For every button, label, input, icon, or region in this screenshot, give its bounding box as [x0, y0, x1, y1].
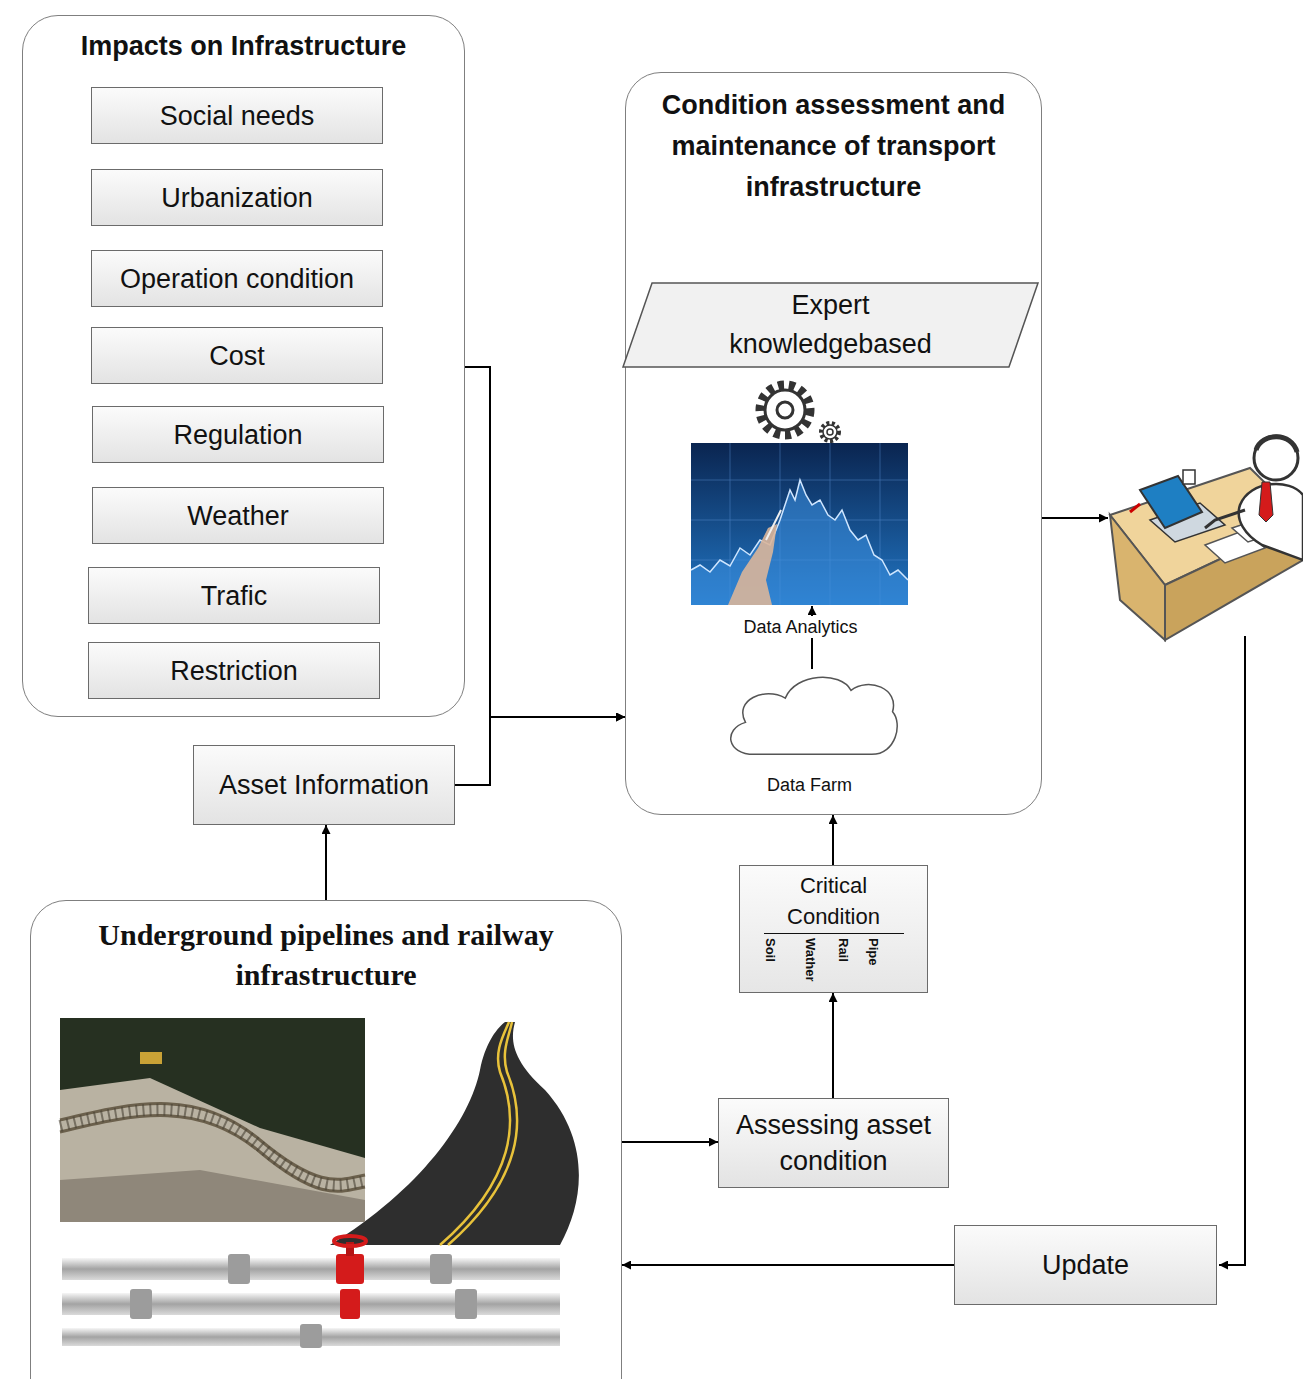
group-panel: Impacts on InfrastructureSocial needsUrb…	[22, 15, 465, 717]
process-box: Update	[954, 1225, 1217, 1305]
pipes-photo	[62, 1236, 560, 1348]
engineer-at-desk	[1256, 437, 1297, 452]
panel-heading: Underground pipelines and railway infras…	[51, 915, 601, 995]
node-text: Update	[1042, 1247, 1129, 1283]
analytics-chart	[728, 524, 777, 605]
node-text: Social needs	[160, 98, 315, 134]
factor-box: Weather	[92, 487, 384, 544]
railway-photo	[60, 1018, 365, 1222]
analytics-chart	[691, 443, 908, 605]
node-text: Urbanization	[161, 180, 313, 216]
pipes-photo	[228, 1254, 250, 1284]
node-text: Critical Condition	[764, 870, 904, 934]
node-text: Assessing asset condition	[729, 1107, 938, 1179]
gear-icon	[765, 390, 805, 430]
condition-table: Critical ConditionSoil Wather Rail Pipe	[739, 865, 928, 993]
condition-label: Rail	[836, 938, 851, 962]
pipes-photo	[62, 1258, 560, 1280]
analytics-chart	[691, 443, 908, 605]
factor-box: Restriction	[88, 642, 380, 699]
gear-icon	[760, 385, 839, 441]
parallelogram-outline	[623, 283, 1038, 367]
railway-photo	[60, 1104, 365, 1180]
node-text: Trafic	[201, 578, 268, 614]
knowledge-parallelogram: Expert knowledgebased	[623, 283, 1038, 367]
railway-photo	[60, 1110, 365, 1186]
railway-photo	[60, 1078, 365, 1222]
node-text: Asset Information	[219, 767, 429, 803]
node-text: Data Analytics	[740, 616, 860, 638]
gear-icon	[827, 429, 833, 435]
node-text: Expert knowledgebased	[706, 286, 956, 364]
road-photo	[330, 1022, 579, 1245]
connector-arrow	[465, 367, 625, 717]
connector-arrow	[832, 815, 834, 865]
engineer-at-desk	[1259, 482, 1273, 522]
railway-photo	[60, 1018, 365, 1222]
data-cloud: Data Farm	[723, 669, 896, 766]
connector-arrow	[325, 825, 327, 900]
condition-label: Soil	[763, 938, 778, 962]
pipes-photo	[130, 1289, 152, 1319]
connector-arrow	[622, 1264, 954, 1266]
road-photo	[448, 1022, 517, 1245]
pipes-photo	[334, 1236, 366, 1246]
factor-box: Urbanization	[91, 169, 383, 226]
panel-heading: Impacts on Infrastructure	[35, 30, 452, 62]
cloud-outline	[731, 677, 897, 754]
cloud-shape	[723, 669, 896, 766]
railway-photo	[60, 1116, 365, 1192]
gear-icon	[823, 425, 837, 439]
infrastructure-panel: Underground pipelines and railway infras…	[30, 900, 622, 1379]
panel-heading: Condition assessment and maintenance of …	[642, 85, 1025, 208]
pipes-photo	[336, 1254, 364, 1284]
pipes-photo	[455, 1289, 477, 1319]
flow-arrow	[1042, 517, 1108, 519]
pipes-photo	[340, 1289, 360, 1319]
connector-arrow	[622, 1141, 718, 1143]
engineer-at-desk	[1130, 504, 1140, 512]
condition-label: Wather	[803, 938, 818, 982]
node-text: Regulation	[173, 417, 302, 453]
railway-photo	[140, 1052, 162, 1064]
gear-icon	[760, 385, 810, 435]
engineer-at-desk	[1183, 470, 1195, 484]
flow-arrow	[1042, 518, 1245, 1265]
pipes-photo	[430, 1254, 452, 1284]
engineer-at-desk	[1205, 510, 1245, 528]
engineer-at-desk	[1110, 515, 1165, 640]
node-text: Cost	[209, 338, 265, 374]
connector-arrow	[832, 993, 834, 1098]
pipes-photo	[300, 1324, 322, 1348]
road-photo	[330, 1022, 579, 1245]
asset-box: Asset Information	[193, 745, 455, 825]
analytics-figure: Data Analytics	[692, 444, 909, 606]
analytics-chart	[691, 443, 908, 605]
flow-arrow	[1219, 636, 1245, 1265]
factor-box: Cost	[91, 327, 383, 384]
condition-label: Pipe	[866, 938, 881, 965]
node-text: Data Farm	[764, 774, 855, 796]
connector-arrow	[455, 717, 625, 785]
node-text: Weather	[187, 498, 289, 534]
node-text: Operation condition	[120, 261, 354, 297]
road-photo	[440, 1022, 510, 1245]
analytics-chart	[766, 510, 781, 540]
process-box: Assessing asset condition	[718, 1098, 949, 1188]
node-text: Restriction	[170, 653, 298, 689]
process-panel: Condition assessment and maintenance of …	[625, 72, 1042, 815]
gear-icon	[821, 423, 839, 441]
engineer-at-desk	[1110, 436, 1303, 640]
gear-icon	[777, 402, 793, 418]
analytics-chart	[691, 480, 908, 605]
engineer-at-desk	[1254, 436, 1298, 480]
factor-box: Social needs	[91, 87, 383, 144]
factor-box: Regulation	[92, 406, 384, 463]
factor-box: Operation condition	[91, 250, 383, 307]
factor-box: Trafic	[88, 567, 380, 624]
analytics-chart	[691, 480, 908, 580]
